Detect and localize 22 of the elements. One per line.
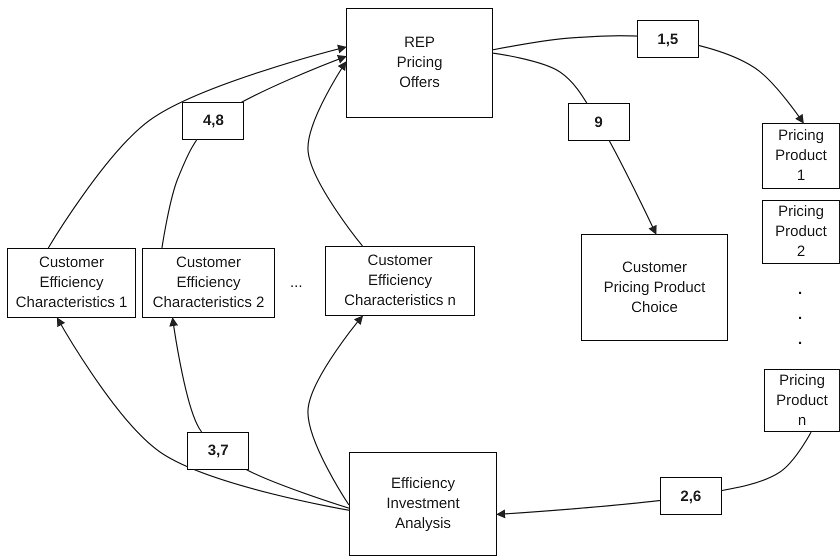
edge-label: 1,5 xyxy=(636,20,699,58)
ellipsis-mark: . xyxy=(798,282,802,298)
edge-label: 9 xyxy=(568,103,630,142)
process-box: Customer Efficiency Characteristics 2 xyxy=(142,248,275,318)
arrow xyxy=(307,61,363,246)
process-box: Pricing Product n xyxy=(764,369,840,432)
edge-label: 2,6 xyxy=(660,477,722,516)
process-box: Pricing Product 1 xyxy=(762,123,840,189)
process-box: Pricing Product 2 xyxy=(762,200,840,264)
ellipsis-mark: . xyxy=(798,332,802,348)
edge-label: 3,7 xyxy=(187,432,250,470)
process-box: Customer Efficiency Characteristics n xyxy=(325,246,475,316)
process-box: REP Pricing Offers xyxy=(346,8,493,118)
process-box: Efficiency Investment Analysis xyxy=(349,452,497,556)
arrow xyxy=(48,44,347,248)
ellipsis-mark: . xyxy=(798,307,802,323)
arrow xyxy=(56,317,350,511)
ellipsis-mark: ... xyxy=(290,275,303,291)
process-box: Customer Pricing Product Choice xyxy=(581,234,728,341)
edge-label: 4,8 xyxy=(182,102,244,140)
arrow xyxy=(307,315,364,506)
process-box: Customer Efficiency Characteristics 1 xyxy=(7,248,136,318)
